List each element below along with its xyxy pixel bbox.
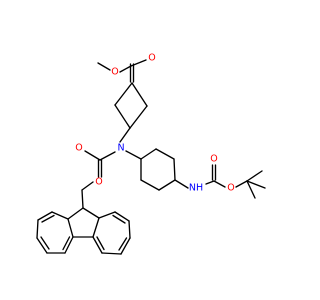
atom-label-carbonyl-oxygen-fmoc: O [75,143,82,154]
fluorene-ring-system [36,207,131,255]
atom-label-nh: NH [189,183,203,194]
atom-label-nitrogen: N [117,143,124,154]
atom-label-carbonyl-oxygen-boc: O [210,154,217,165]
molecule-diagram: O O N O O NH O O [36,53,266,255]
cyclobutane-ring [114,82,148,129]
cyclohexane-ring [140,148,176,191]
fmoc-carbamate [81,150,116,209]
atom-label-ester-oxygen-fmoc: O [95,177,102,188]
structure-canvas: O O N O O NH O O [36,53,266,255]
bond-nitrogen-cyclohexane [125,150,142,160]
boc-carbamate [174,164,266,199]
methyl-ester-group [97,59,147,83]
atom-label-ester-oxygen-boc: O [227,183,234,194]
bond-ring-nitrogen [119,127,131,143]
atom-label-ester-oxygen-top: O [111,67,118,78]
atom-label-carbonyl-oxygen-top: O [148,53,155,64]
